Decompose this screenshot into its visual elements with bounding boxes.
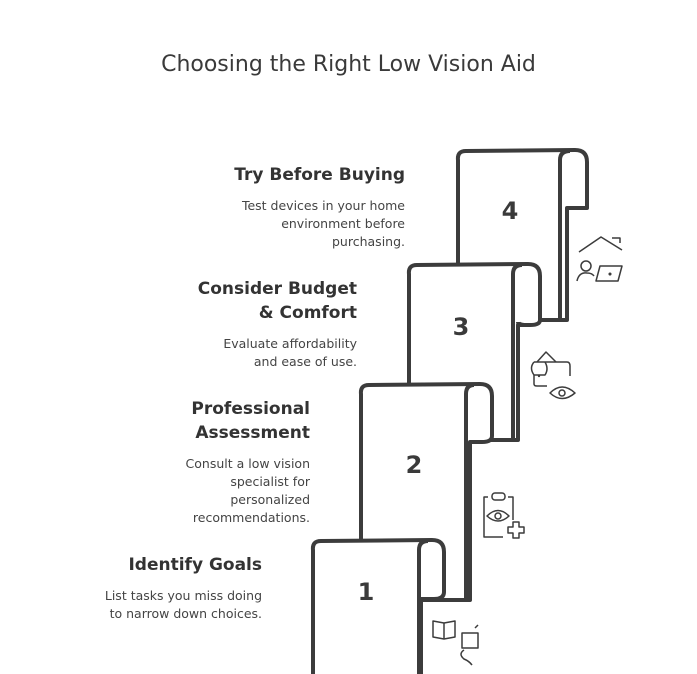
step-number-1: 1 <box>358 578 375 606</box>
scroll-step-1: 1 <box>310 538 446 674</box>
diagram-title: Choosing the Right Low Vision Aid <box>161 52 536 77</box>
step-2-description-line: specialist for <box>230 474 310 489</box>
step-3-heading: & Comfort <box>258 303 357 323</box>
step-number-3: 3 <box>453 313 470 341</box>
step-3-text: Consider Budget & Comfort Evaluate affor… <box>198 277 357 371</box>
step-3-description-line: Evaluate affordability <box>223 336 357 351</box>
step-number-4: 4 <box>502 197 519 225</box>
clipboard-eye-plus-icon <box>483 492 525 539</box>
step-3-heading: Consider Budget <box>197 279 357 299</box>
step-2-heading: Assessment <box>195 423 310 443</box>
step-1-text: Identify Goals List tasks you miss doing… <box>105 553 262 623</box>
step-4-heading: Try Before Buying <box>234 165 405 185</box>
home-person-laptop-icon <box>576 236 623 282</box>
step-2-description-line: recommendations. <box>192 510 310 525</box>
step-4-description-line: environment before <box>281 216 405 231</box>
step-number-2: 2 <box>406 451 423 479</box>
step-1-description-line: List tasks you miss doing <box>104 588 262 603</box>
step-1-description-line: to narrow down choices. <box>109 606 262 621</box>
step-2-text: Professional Assessment Consult a low vi… <box>186 397 310 527</box>
step-2-heading: Professional <box>191 399 310 419</box>
wallet-eye-icon <box>530 351 576 400</box>
step-4-text: Try Before Buying Test devices in your h… <box>234 163 405 251</box>
step-4-description-line: purchasing. <box>332 234 405 249</box>
step-2-description-line: Consult a low vision <box>185 456 310 471</box>
step-1-heading: Identify Goals <box>128 555 262 575</box>
step-3-description-line: and ease of use. <box>253 354 357 369</box>
step-2-description-line: personalized <box>230 492 310 507</box>
book-and-speech-icon <box>432 620 479 666</box>
step-4-description-line: Test devices in your home <box>241 198 405 213</box>
